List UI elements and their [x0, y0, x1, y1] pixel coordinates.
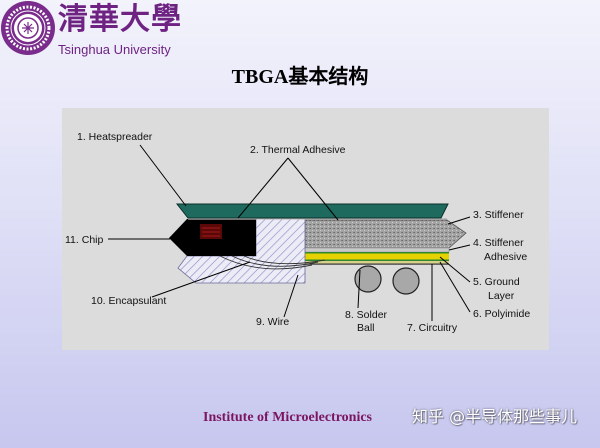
label-chip: 11. Chip	[65, 234, 103, 246]
solder-ball-2	[392, 267, 420, 295]
label-ground-layer-line2: Layer	[488, 290, 515, 302]
leader-heatspreader	[139, 144, 187, 207]
label-encapsulant: 10. Encapsulant	[91, 295, 166, 307]
label-stiffener-adhesive-line2: Adhesive	[484, 251, 527, 263]
tsinghua-seal-logo	[1, 1, 55, 55]
label-solder-ball-line2: Ball	[357, 322, 375, 334]
stiffener-adhesive-layer	[304, 247, 450, 253]
stiffener-shape	[304, 219, 467, 249]
ground-layer-band	[305, 253, 449, 260]
leader-solder-ball	[357, 269, 361, 309]
polyimide-band	[305, 261, 449, 264]
label-heatspreader: 1. Heatspreader	[77, 131, 153, 143]
label-stiffener: 3. Stiffener	[473, 209, 524, 221]
bond-wire-3	[243, 255, 326, 265]
circuitry-top-line	[305, 252, 449, 254]
label-thermal-adhesive: 2. Thermal Adhesive	[250, 144, 346, 156]
seal-ring-lettering	[5, 5, 51, 51]
slide-title: TBGA基本结构	[231, 66, 369, 88]
heatspreader-shape	[175, 203, 449, 219]
label-stiffener-adhesive-line1: 4. Stiffener	[473, 237, 524, 249]
label-circuitry: 7. Circuitry	[407, 322, 458, 334]
logo-chinese-name: 清華大學	[58, 2, 182, 37]
label-polyimide: 6. Polyimide	[473, 308, 530, 320]
label-wire: 9. Wire	[256, 316, 289, 328]
label-solder-ball-line1: 8. Solder	[345, 309, 388, 321]
seal-emblem-mark	[22, 22, 34, 34]
bond-wire-2	[231, 255, 319, 267]
circuitry-bottom-line	[305, 263, 449, 265]
leader-stiffener	[447, 216, 471, 225]
solder-ball-1	[354, 265, 382, 293]
chip-die-core	[200, 224, 222, 239]
footer-institute: Institute of Microelectronics	[203, 410, 372, 425]
chip-die-lines	[202, 227, 220, 237]
diagram-canvas: 1. Heatspreader 2. Thermal Adhesive 3. S…	[65, 131, 530, 334]
leader-wire	[283, 274, 299, 318]
leader-encapsulant	[151, 261, 251, 298]
bond-wire-1	[219, 255, 313, 270]
leader-stiffener-adhesive	[448, 244, 471, 251]
leader-thermal-adhesive-left	[237, 157, 289, 219]
seal-emblem	[17, 17, 39, 39]
zhihu-watermark: 知乎 @半导体那些事儿	[412, 407, 578, 426]
circuitry-mid-line	[305, 259, 449, 261]
logo-english-name: Tsinghua University	[58, 42, 171, 57]
seal-inner-ring	[10, 10, 46, 46]
leader-thermal-adhesive-right	[287, 157, 339, 221]
tbga-structure-diagram: 1. Heatspreader 2. Thermal Adhesive 3. S…	[62, 108, 549, 350]
label-ground-layer-line1: 5. Ground	[473, 276, 520, 288]
leader-ground-layer	[439, 256, 471, 283]
leader-polyimide	[439, 261, 471, 313]
thermal-adhesive-layer	[188, 218, 447, 220]
